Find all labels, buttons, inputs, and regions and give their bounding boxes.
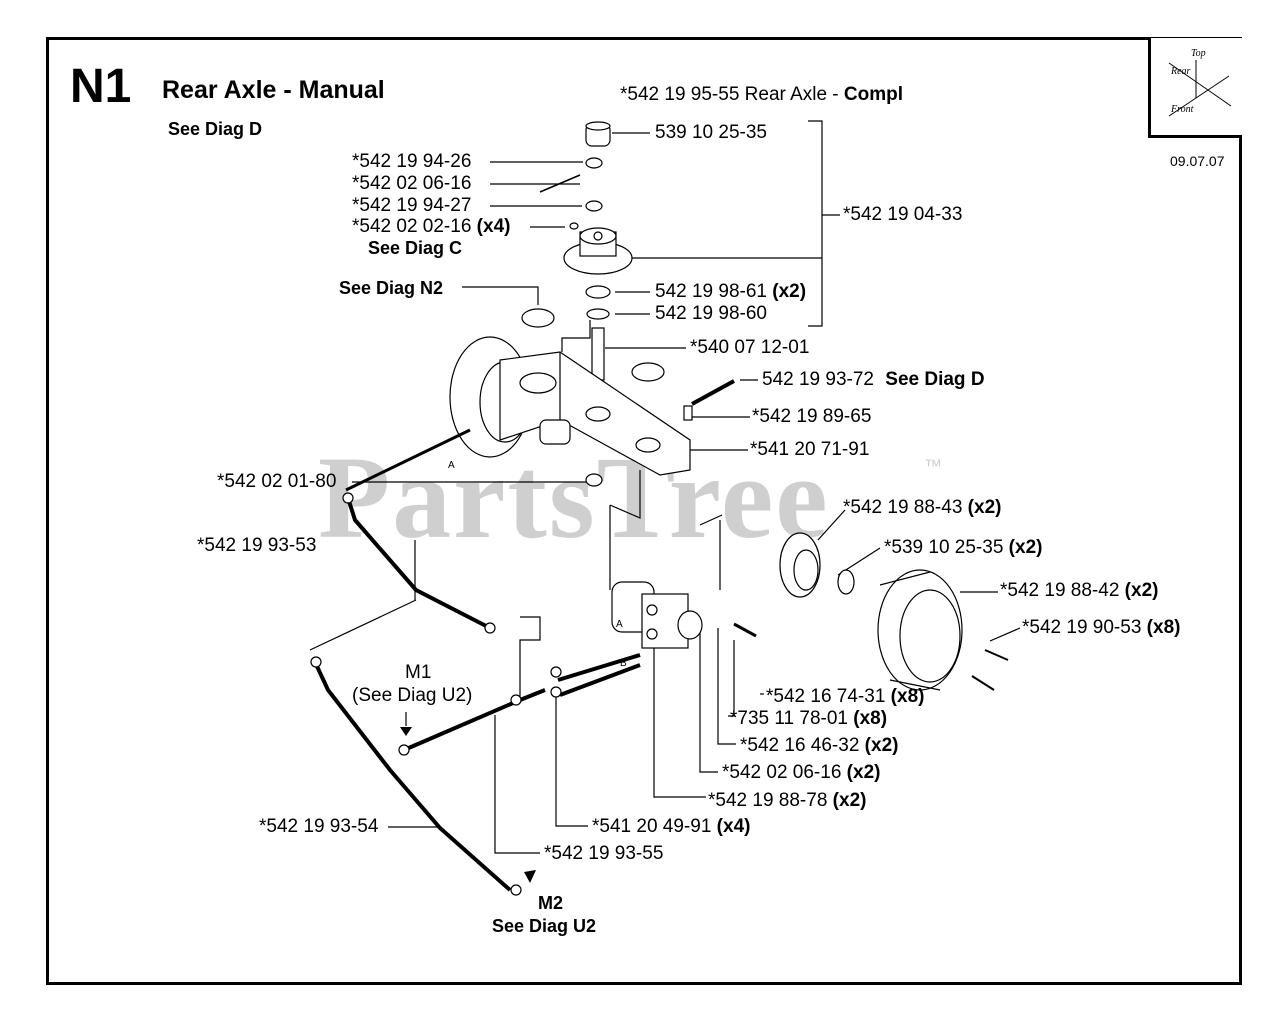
part-542-19-88-43[interactable]: *542 19 88-43 (x2) (843, 497, 1001, 519)
see-diag-u2-paren[interactable]: (See Diag U2) (352, 685, 473, 706)
parts-tree-watermark: PartsTree (318, 432, 830, 563)
orient-front-label: Front (1171, 104, 1194, 115)
part-542-02-06-16[interactable]: *542 02 06-16 (352, 173, 472, 194)
part-542-02-01-80[interactable]: *542 02 01-80 (217, 471, 337, 492)
orient-rear-label: Rear (1171, 66, 1191, 77)
assembly-number: *542 19 95-55 Rear Axle - (620, 84, 844, 105)
svg-text:A: A (448, 460, 455, 471)
diagram-title: Rear Axle - Manual (162, 76, 385, 104)
part-539-10-25-35-x2[interactable]: *539 10 25-35 (x2) (884, 537, 1042, 559)
date-code: 09.07.07 (1170, 153, 1225, 169)
svg-text:A: A (616, 619, 623, 630)
see-diag-u2-link[interactable]: See Diag U2 (492, 916, 597, 936)
assembly-compl: Compl (843, 84, 904, 105)
orientation-axes-icon (1168, 60, 1232, 117)
part-542-19-98-60[interactable]: 542 19 98-60 (655, 303, 767, 324)
qty-x8: (x8) (853, 708, 888, 729)
orient-top-label: Top (1191, 48, 1206, 59)
diagram-frame (46, 37, 1242, 985)
see-diag-d-link[interactable]: See Diag D (168, 119, 263, 139)
see-diag-c-link[interactable]: See Diag C (368, 238, 463, 258)
qty-x2: (x2) (864, 735, 899, 756)
part-541-20-71-91[interactable]: *541 20 71-91 (750, 439, 870, 460)
part-539-10-25-35[interactable]: 539 10 25-35 (655, 122, 767, 143)
qty-x8: (x8) (890, 686, 925, 707)
part-542-19-88-42[interactable]: *542 19 88-42 (x2) (1000, 580, 1158, 602)
part-541-20-49-91-number: *541 20 49-91 (592, 816, 712, 837)
part-542-19-93-72-number: 542 19 93-72 (762, 369, 874, 390)
qty-x2: (x2) (832, 790, 867, 811)
part-542-19-88-42-number: *542 19 88-42 (1000, 580, 1120, 601)
part-542-19-94-26[interactable]: *542 19 94-26 (352, 151, 472, 172)
qty-x2: (x2) (772, 281, 807, 302)
qty-x4: (x4) (476, 216, 511, 237)
marker-m1: M1 (405, 662, 432, 683)
part-542-02-06-16-number: *542 02 06-16 (722, 762, 842, 783)
part-542-19-88-78[interactable]: *542 19 88-78 (x2) (708, 790, 866, 812)
orientation-key: Top Rear Front (1148, 38, 1242, 138)
part-542-19-04-33[interactable]: *542 19 04-33 (843, 204, 963, 225)
see-diag-d-note: See Diag D (885, 369, 985, 390)
port-arrows (400, 727, 536, 883)
qty-x2: (x2) (1124, 580, 1159, 601)
part-539-10-25-35-number: *539 10 25-35 (884, 537, 1004, 558)
marker-m2: M2 (538, 893, 564, 913)
part-541-20-49-91[interactable]: *541 20 49-91 (x4) (592, 816, 750, 838)
watermark-trademark: ™ (924, 456, 942, 476)
part-542-02-02-16-number: *542 02 02-16 (352, 216, 472, 237)
part-735-11-78-01-number: *735 11 78-01 (730, 708, 848, 729)
part-542-19-88-43-number: *542 19 88-43 (843, 497, 963, 518)
part-542-19-88-78-number: *542 19 88-78 (708, 790, 828, 811)
qty-x2: (x2) (846, 762, 881, 783)
qty-x8: (x8) (1146, 617, 1181, 638)
part-540-07-12-01[interactable]: *540 07 12-01 (690, 337, 810, 358)
part-542-16-46-32[interactable]: *542 16 46-32 (x2) (740, 735, 898, 757)
part-735-11-78-01[interactable]: *735 11 78-01 (x8) (730, 708, 887, 730)
svg-text:B: B (620, 658, 627, 669)
part-542-19-93-55[interactable]: *542 19 93-55 (544, 843, 664, 864)
assembly-label: *542 19 95-55 Rear Axle - Compl (620, 84, 903, 106)
part-542-02-06-16-x2[interactable]: *542 02 06-16 (x2) (722, 762, 880, 784)
part-542-19-93-54[interactable]: *542 19 93-54 (259, 816, 379, 837)
diagram-code: N1 (70, 60, 132, 113)
hub-cap (585, 121, 611, 147)
part-542-19-93-53[interactable]: *542 19 93-53 (197, 535, 317, 556)
part-542-19-93-72[interactable]: 542 19 93-72 See Diag D (762, 369, 985, 391)
part-542-19-98-61[interactable]: 542 19 98-61 (x2) (655, 281, 806, 303)
qty-x4: (x4) (716, 816, 751, 837)
part-542-16-74-31-number: *542 16 74-31 (766, 686, 886, 707)
qty-x2: (x2) (967, 497, 1002, 518)
see-diag-n2-link[interactable]: See Diag N2 (339, 278, 444, 298)
part-542-16-74-31[interactable]: *542 16 74-31 (x8) (766, 686, 924, 708)
part-542-19-90-53-number: *542 19 90-53 (1022, 617, 1142, 638)
part-542-19-94-27[interactable]: *542 19 94-27 (352, 195, 472, 216)
part-542-19-98-61-number: 542 19 98-61 (655, 281, 767, 302)
part-542-19-90-53[interactable]: *542 19 90-53 (x8) (1022, 617, 1180, 639)
part-542-02-02-16[interactable]: *542 02 02-16 (x4) (352, 216, 510, 238)
part-542-16-46-32-number: *542 16 46-32 (740, 735, 860, 756)
part-542-19-89-65[interactable]: *542 19 89-65 (752, 406, 872, 427)
qty-x2: (x2) (1008, 537, 1043, 558)
